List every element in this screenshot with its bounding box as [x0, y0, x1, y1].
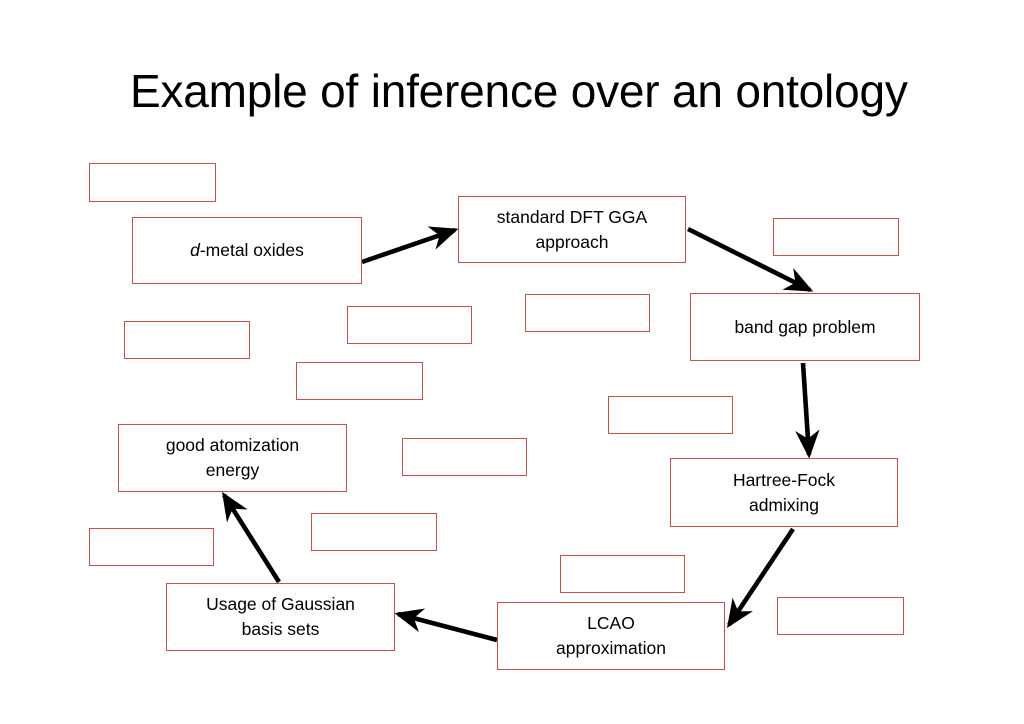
node-band-gap-problem[interactable]: band gap problem [690, 293, 920, 361]
node-lcao-approximation[interactable]: LCAO approximation [497, 602, 725, 670]
node-usage-of-gaussian-basis-sets[interactable]: Usage of Gaussian basis sets [166, 583, 395, 651]
node-label-text: LCAO approximation [556, 613, 666, 658]
node-empty-5[interactable] [124, 321, 250, 359]
node-empty-7[interactable] [608, 396, 733, 434]
node-label-italic: d [190, 240, 200, 260]
node-d-metal-oxides[interactable]: d-metal oxides [132, 217, 362, 284]
node-label-text: band gap problem [734, 316, 876, 337]
node-hartree-fock-admixing[interactable]: Hartree-Fock admixing [670, 458, 898, 527]
node-empty-2[interactable] [773, 218, 899, 256]
arrow-lcao-to-gaussian-basis-sets [394, 608, 498, 643]
node-label-text: standard DFT GGA approach [496, 206, 648, 252]
node-empty-11[interactable] [560, 555, 685, 593]
node-label-text: -metal oxides [199, 240, 304, 260]
arrow-gaussian-basis-sets-to-atomization-energy [222, 491, 281, 584]
node-empty-4[interactable] [525, 294, 650, 332]
node-empty-3[interactable] [347, 306, 472, 344]
node-empty-9[interactable] [311, 513, 437, 551]
node-empty-10[interactable] [89, 528, 214, 566]
arrow-d-metal-oxides-to-standard-dft [361, 226, 459, 265]
node-empty-8[interactable] [402, 438, 527, 476]
arrow-band-gap-to-hartree-fock [795, 362, 820, 459]
node-label-text: Hartree-Fock admixing [732, 469, 836, 515]
node-empty-1[interactable] [89, 163, 216, 202]
node-good-atomization-energy[interactable]: good atomization energy [118, 424, 347, 492]
node-empty-6[interactable] [296, 362, 423, 400]
node-standard-dft-gga-approach[interactable]: standard DFT GGA approach [458, 196, 686, 263]
node-label-text: Usage of Gaussian basis sets [206, 594, 355, 639]
page-title: Example of inference over an ontology [130, 65, 908, 117]
node-empty-12[interactable] [777, 597, 904, 635]
node-label-text: good atomization energy [165, 435, 300, 480]
